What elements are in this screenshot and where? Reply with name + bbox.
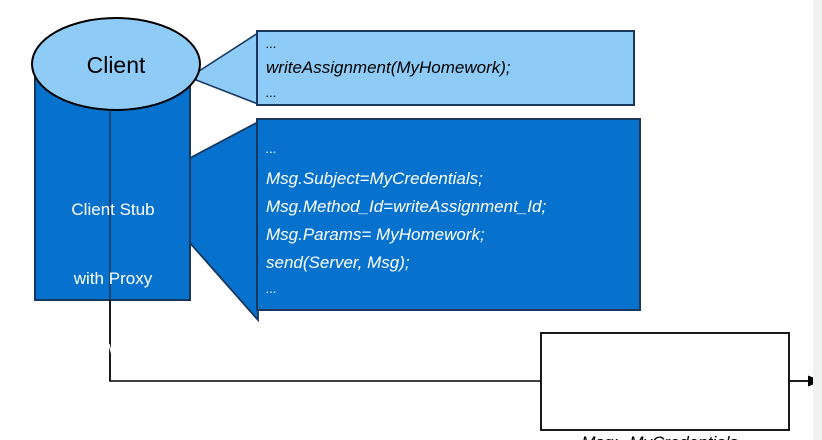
stub-to-message-connector [109,300,541,382]
dark-callout-tail [189,120,259,323]
right-edge-band [813,0,822,440]
light-callout-tail [195,31,259,106]
client-ellipse[interactable] [31,17,201,111]
message-box[interactable] [540,332,790,431]
dark-callout-box[interactable] [256,118,641,311]
light-callout-box[interactable] [256,30,635,106]
